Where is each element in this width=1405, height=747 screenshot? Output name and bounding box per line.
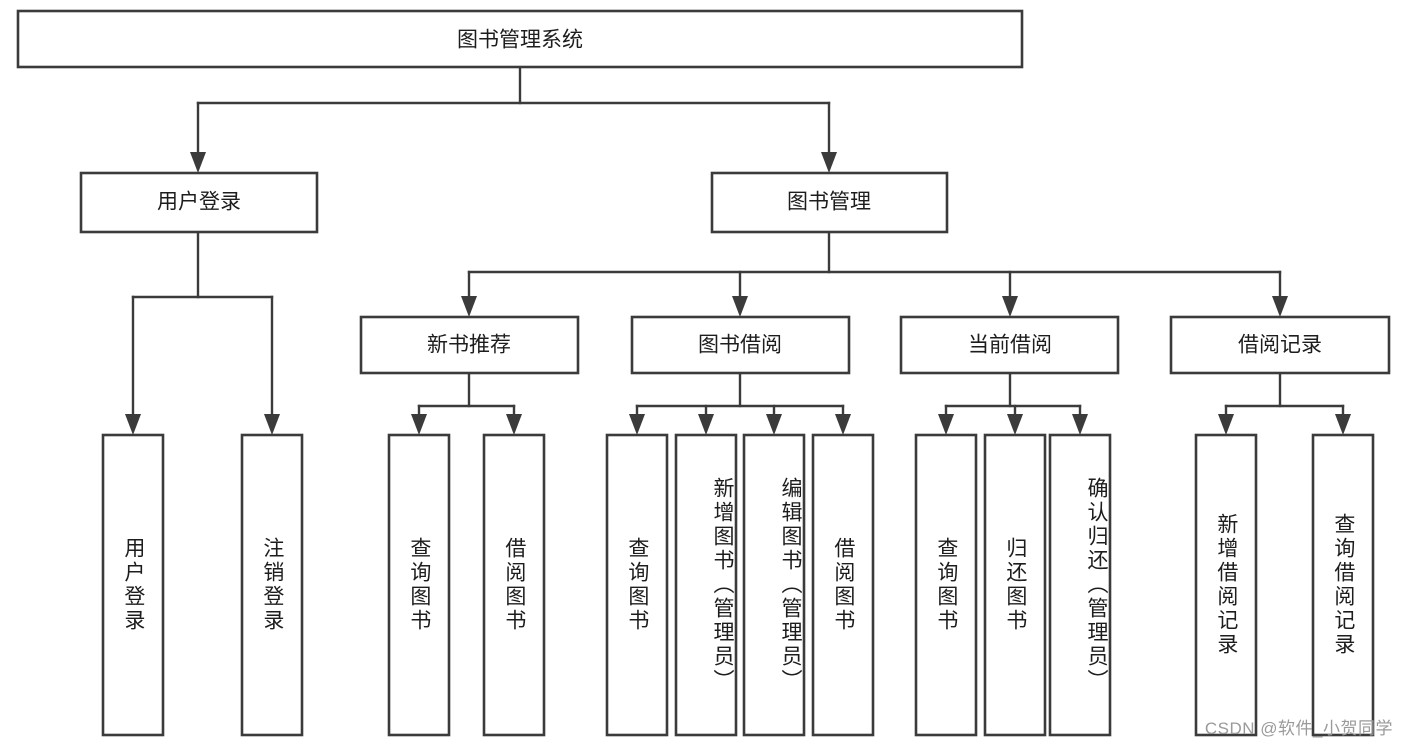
connector-layer: [125, 65, 1351, 435]
arrow-head-bookmgmt-c4: [1272, 296, 1288, 317]
arrow-head-to-bookmgmt: [821, 152, 837, 173]
node-book-management[interactable]: [710, 171, 949, 234]
node-leaf-add-borrow-record[interactable]: [1194, 433, 1258, 737]
node-borrow-record-label: 借阅记录: [1238, 334, 1322, 357]
node-leaf-confirm-return-admin-label: 确认归还（管理员）: [1085, 477, 1108, 693]
node-leaf-logout-label: 注销登录: [260, 537, 284, 633]
arrow-head-login-leaf2: [264, 414, 280, 435]
arrow-head-borrow-l1: [629, 414, 645, 435]
arrow-head-login-leaf1: [125, 414, 141, 435]
node-leaf-add-book-admin-label: 新增图书（管理员）: [711, 477, 734, 693]
node-leaf-query-borrow-record[interactable]: [1311, 433, 1375, 737]
node-current-borrow[interactable]: [899, 315, 1120, 375]
node-layer: 图书管理系统 用户登录 图书管理 新书推荐 图书借阅 当前借阅 借阅记录: [16, 9, 1391, 737]
node-leaf-borrow-book-new[interactable]: [482, 433, 546, 737]
node-root-label: 图书管理系统: [457, 29, 583, 52]
arrow-head-borrow-l3: [766, 414, 782, 435]
arrow-head-bookmgmt-c1: [461, 296, 477, 317]
arrow-head-borrow-l4: [835, 414, 851, 435]
node-leaf-add-borrow-record-label: 新增借阅记录: [1214, 513, 1238, 657]
arrow-head-current-l1: [938, 414, 954, 435]
node-leaf-query-book-borrow[interactable]: [605, 433, 669, 737]
arrow-head-record-l2: [1335, 414, 1351, 435]
arrow-head-bookmgmt-c3: [1002, 296, 1018, 317]
node-current-borrow-label: 当前借阅: [968, 334, 1052, 357]
arrow-head-to-login: [190, 152, 206, 173]
node-leaf-borrow-book-label: 借阅图书: [831, 537, 855, 633]
node-leaf-user-login[interactable]: [101, 433, 165, 737]
arrow-head-newbook-l2: [506, 414, 522, 435]
node-leaf-borrow-book[interactable]: [811, 433, 875, 737]
node-borrow-record[interactable]: [1169, 315, 1391, 375]
node-leaf-return-book[interactable]: [983, 433, 1047, 737]
node-leaf-edit-book-admin[interactable]: [742, 433, 806, 737]
node-user-login-label: 用户登录: [157, 191, 241, 214]
arrow-head-current-l2: [1007, 414, 1023, 435]
node-leaf-add-book-admin[interactable]: [674, 433, 738, 737]
arrow-head-current-l3: [1072, 414, 1088, 435]
node-book-borrow-label: 图书借阅: [698, 334, 782, 357]
node-leaf-user-login-label: 用户登录: [121, 537, 145, 633]
node-new-book-recommend-label: 新书推荐: [427, 334, 511, 357]
csdn-watermark: CSDN @软件_小贺同学: [1204, 719, 1393, 738]
node-leaf-query-borrow-record-label: 查询借阅记录: [1331, 513, 1355, 657]
node-leaf-query-book-new[interactable]: [387, 433, 451, 737]
node-book-management-label: 图书管理: [787, 191, 871, 214]
arrow-head-borrow-l2: [698, 414, 714, 435]
node-leaf-query-book-current[interactable]: [914, 433, 978, 737]
node-leaf-query-book-new-label: 查询图书: [407, 537, 431, 633]
node-leaf-edit-book-admin-label: 编辑图书（管理员）: [779, 477, 802, 693]
node-leaf-confirm-return-admin[interactable]: [1048, 433, 1112, 737]
arrow-head-newbook-l1: [411, 414, 427, 435]
node-new-book-recommend[interactable]: [359, 315, 580, 375]
node-leaf-return-book-label: 归还图书: [1003, 537, 1027, 633]
node-book-borrow[interactable]: [630, 315, 851, 375]
arrow-head-record-l1: [1218, 414, 1234, 435]
node-leaf-query-book-current-label: 查询图书: [934, 537, 958, 633]
node-leaf-borrow-book-new-label: 借阅图书: [502, 537, 526, 633]
node-leaf-logout[interactable]: [240, 433, 304, 737]
node-user-login[interactable]: [79, 171, 319, 234]
arrow-head-bookmgmt-c2: [732, 296, 748, 317]
node-root[interactable]: [16, 9, 1024, 69]
node-leaf-query-book-borrow-label: 查询图书: [625, 537, 649, 633]
